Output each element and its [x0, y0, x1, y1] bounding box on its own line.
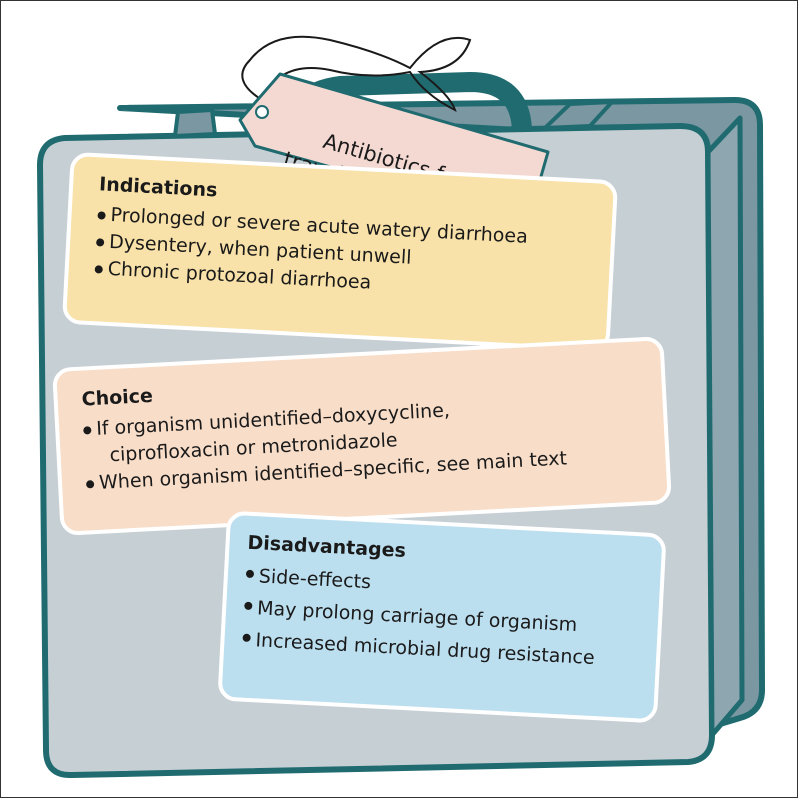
indications-card: Indications Prolonged or severe acute wa… [61, 151, 619, 353]
tag-eyelet [255, 105, 269, 119]
tag-string [241, 35, 472, 112]
suitcase-side [705, 115, 745, 738]
choice-card: Choice If organism unidentified–doxycycl… [52, 336, 672, 536]
suitcase-strap-right [539, 99, 617, 131]
disadvantages-card: Disadvantages Side-effects May prolong c… [217, 510, 667, 724]
suitcase-strap-left [172, 107, 218, 139]
suitcase-back-panel [117, 97, 765, 733]
disadvantages-list: Side-effects May prolong carriage of org… [242, 560, 646, 677]
